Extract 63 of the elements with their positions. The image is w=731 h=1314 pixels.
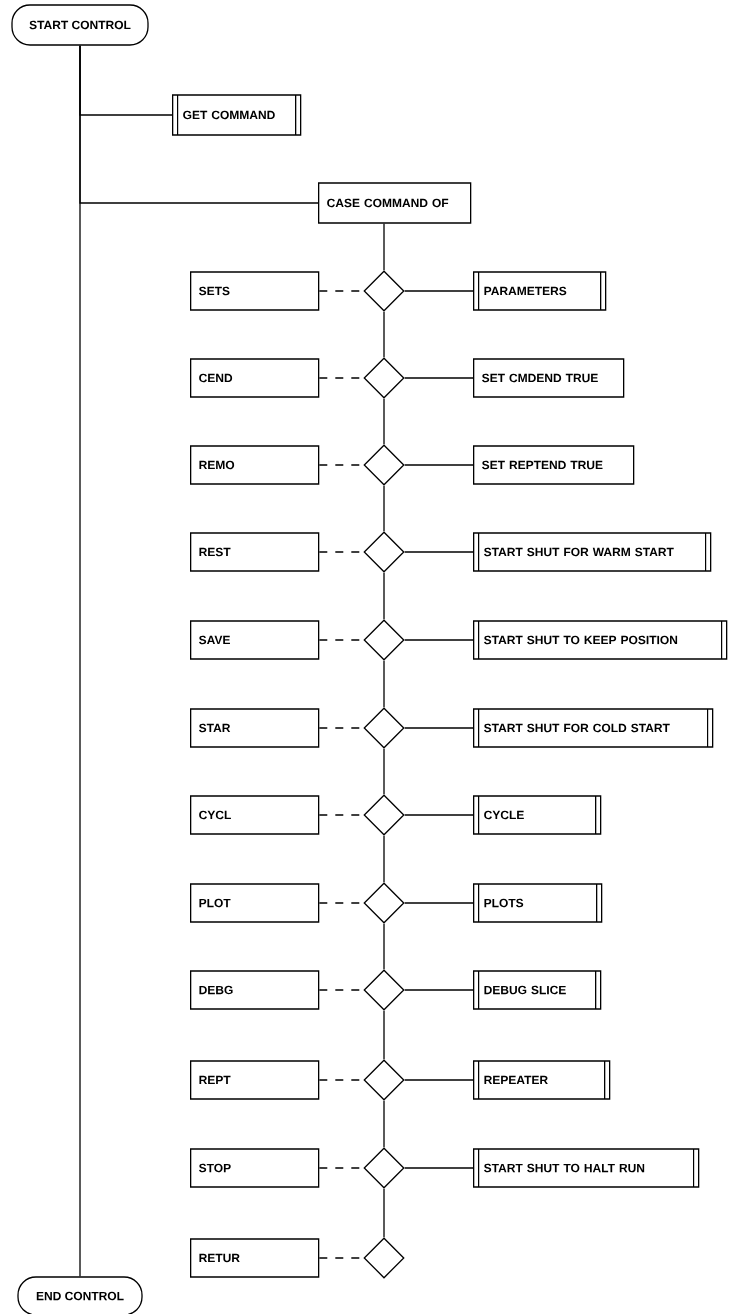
connector-line [383,923,385,970]
decision-diamond [363,1237,405,1279]
connector-line [404,377,474,379]
decision-diamond [363,969,405,1011]
connector-line [383,748,385,795]
connector-line [383,311,385,358]
process-box: CYCL [190,795,320,835]
subroutine-box: START SHUT FOR COLD START [473,708,714,748]
process-box: SAVE [190,620,320,660]
connector-line [404,1167,474,1169]
connector-line [383,660,385,708]
decision-diamond [363,882,405,924]
process-box: REPT [190,1060,320,1100]
connector-line [383,1100,385,1148]
subroutine-box: START SHUT FOR WARM START [473,532,712,572]
process-box: REST [190,532,320,572]
connector-line [383,1188,385,1238]
subroutine-box: PARAMETERS [473,271,607,311]
connector-line [404,902,474,904]
decision-diamond [363,270,405,312]
process-box: CEND [190,358,320,398]
process-box: STAR [190,708,320,748]
decision-diamond [363,619,405,661]
decision-diamond [363,707,405,749]
process-box: SET CMDEND TRUE [473,358,625,398]
connector-line [404,727,474,729]
subroutine-box: PLOTS [473,883,603,923]
decision-diamond [363,531,405,573]
decision-diamond [363,1147,405,1189]
process-box: STOP [190,1148,320,1188]
connector-line [383,223,385,271]
process-box: CASE COMMAND OF [318,182,472,224]
process-box: REMO [190,445,320,485]
connector-line [404,290,474,292]
terminal-box: END CONTROL [17,1276,143,1314]
connector-line [404,551,474,553]
process-box: DEBG [190,970,320,1010]
process-box: RETUR [190,1238,320,1278]
subroutine-box: START SHUT TO KEEP POSITION [473,620,728,660]
connector-line [383,485,385,532]
connector-line [383,835,385,883]
connector-line [383,398,385,445]
connector-line [404,464,474,466]
decision-diamond [363,444,405,486]
connector-line [383,1010,385,1060]
connector-line [383,572,385,620]
subroutine-box: CYCLE [473,795,602,835]
subroutine-box: START SHUT TO HALT RUN [473,1148,700,1188]
connector-line [404,814,474,816]
process-box: PLOT [190,883,320,923]
decision-diamond [363,357,405,399]
process-box: SETS [190,271,320,311]
decision-diamond [363,794,405,836]
connector-line [404,989,474,991]
connector-line [404,1079,474,1081]
branch-line [79,45,319,204]
connector-line [404,639,474,641]
process-box: SET REPTEND TRUE [473,445,635,485]
decision-diamond [363,1059,405,1101]
subroutine-box: DEBUG SLICE [473,970,602,1010]
subroutine-box: GET COMMAND [172,94,302,136]
terminal-box: START CONTROL [11,4,149,46]
subroutine-box: REPEATER [473,1060,611,1100]
